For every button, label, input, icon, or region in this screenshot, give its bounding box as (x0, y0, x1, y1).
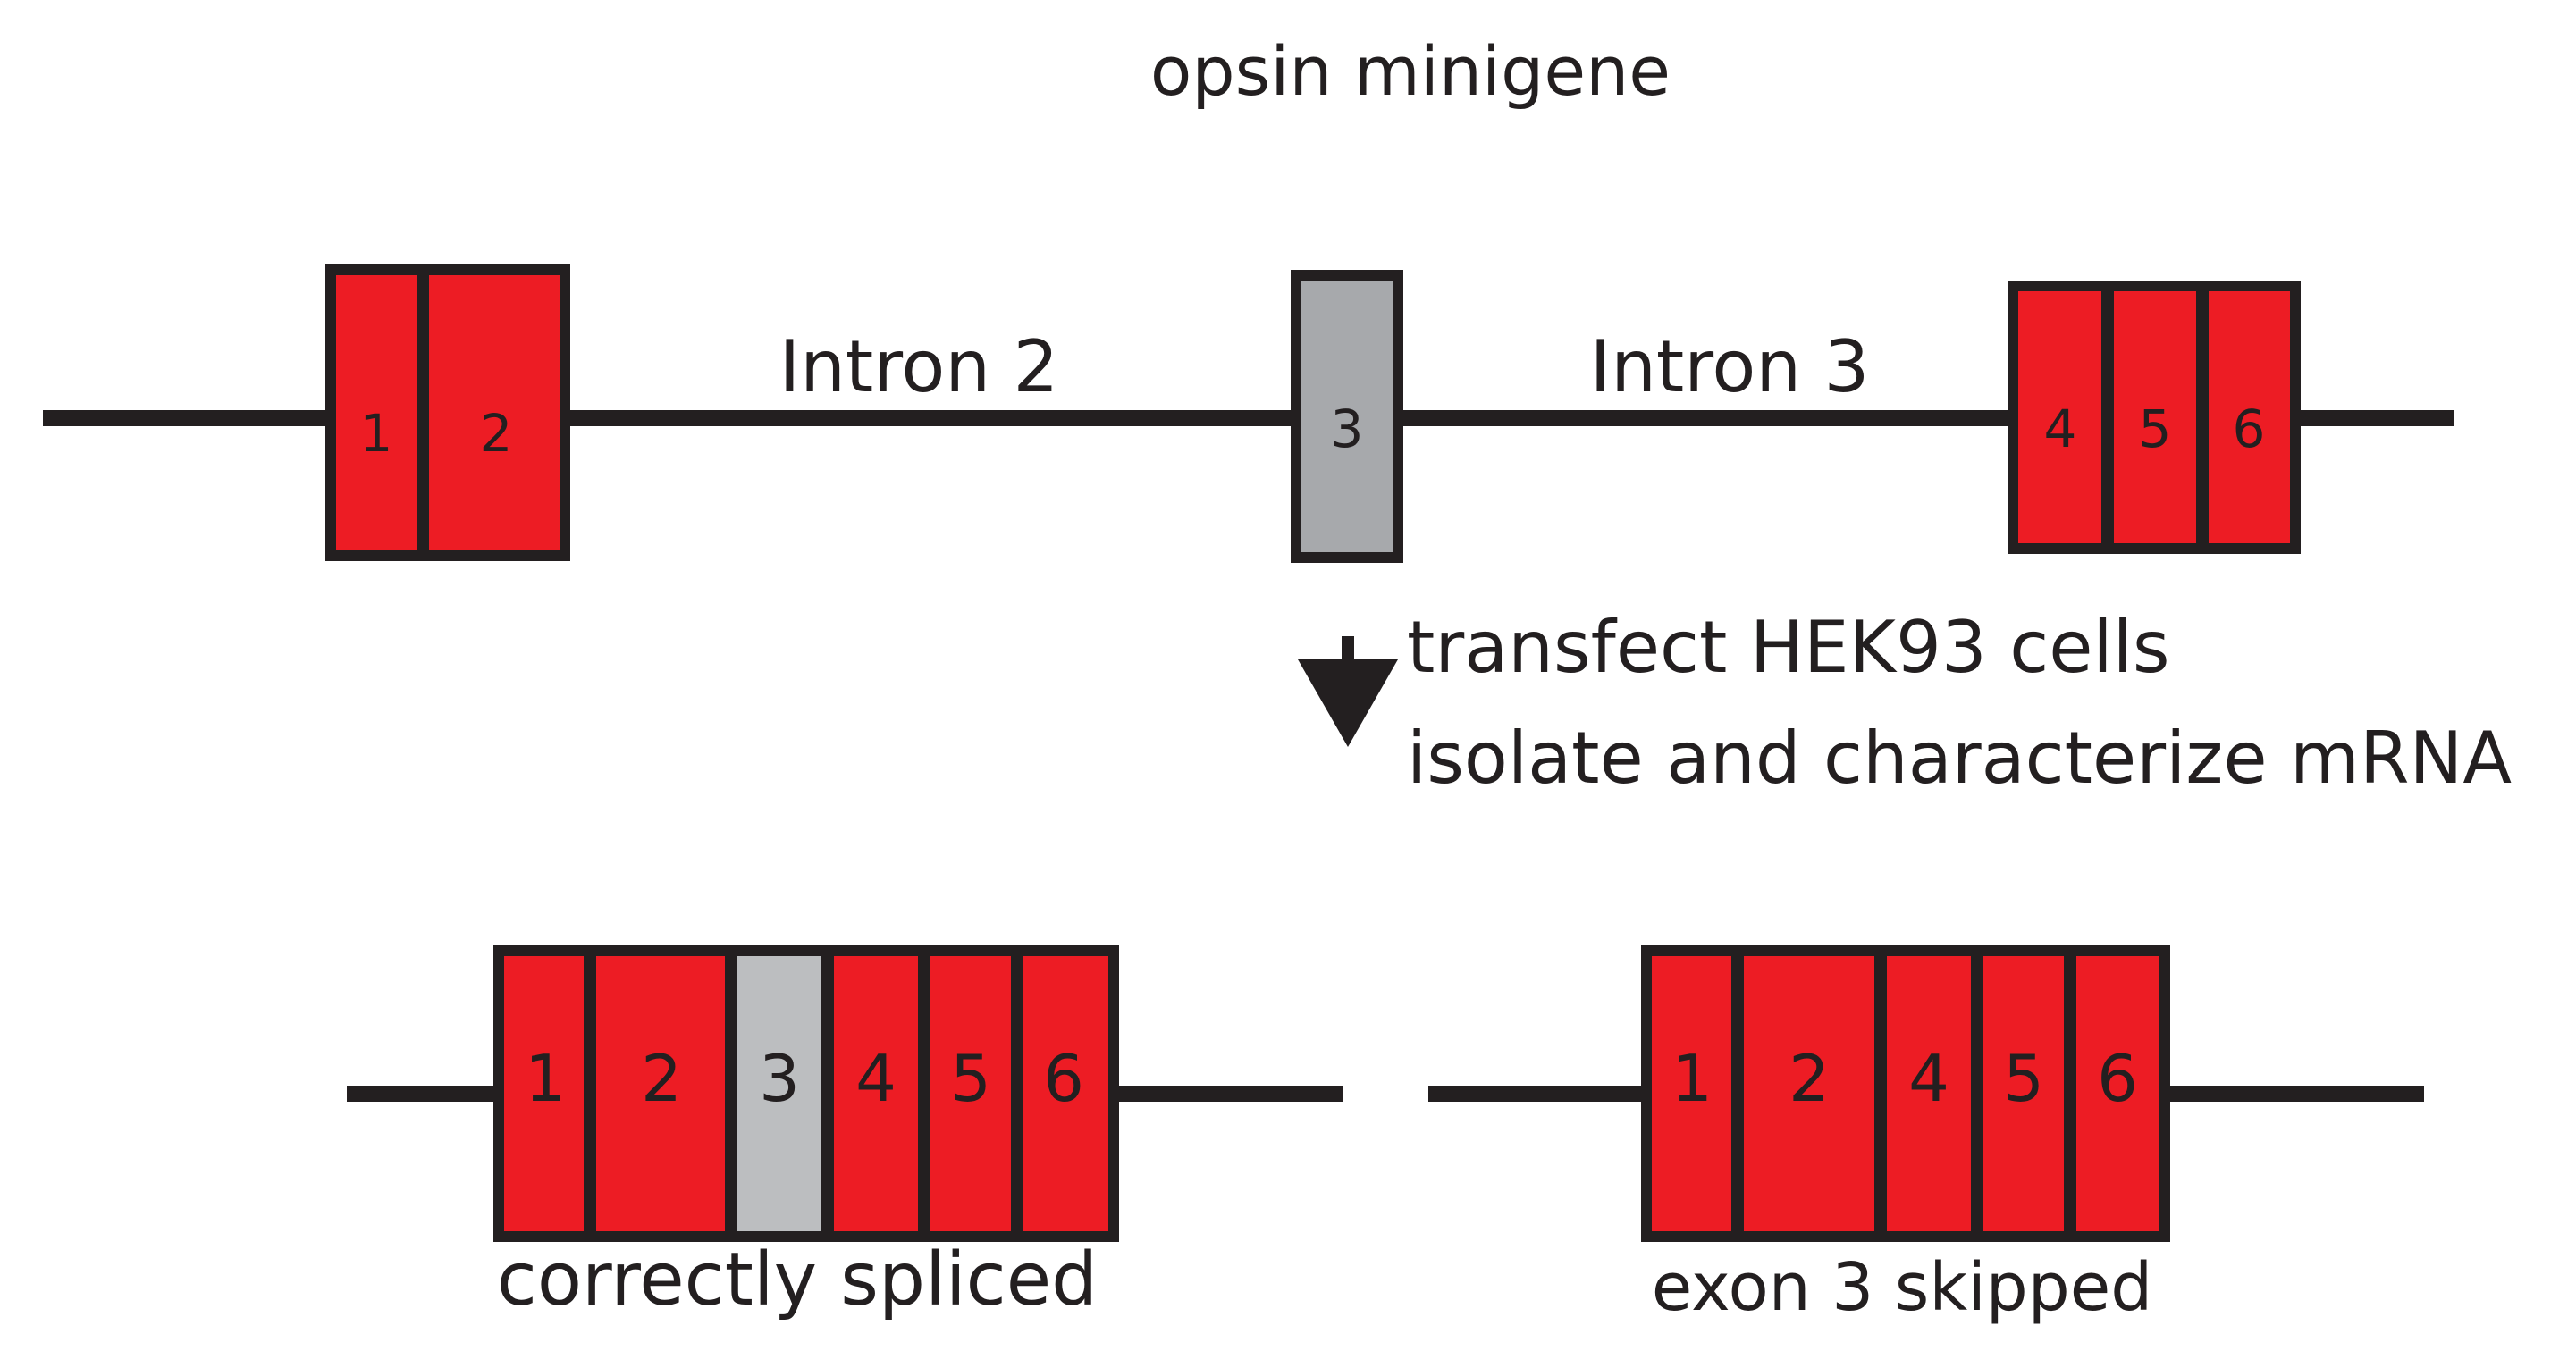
exon-label-2: 2 (480, 403, 513, 464)
step-line-2: isolate and characterize mRNA (1407, 717, 2512, 800)
diagram-title: opsin minigene (1150, 31, 1671, 111)
experiment-step: transfect HEK93 cells isolate and charac… (1298, 606, 2512, 800)
product-exon-3-skipped: 1 2 4 5 6 exon 3 skipped (1428, 945, 2424, 1326)
exon-label-1: 1 (360, 403, 393, 464)
exon-label-6: 6 (1043, 1041, 1084, 1116)
exon-block-4-5-6 (2008, 281, 2301, 554)
exon-label-5: 5 (2139, 399, 2172, 459)
exon-label-3: 3 (1331, 399, 1364, 459)
product-label: exon 3 skipped (1652, 1249, 2152, 1326)
minigene-construct: 1 2 Intron 2 3 Intron 3 4 5 6 (43, 264, 2454, 563)
product-label: correctly spliced (497, 1238, 1098, 1322)
intron-2-label: Intron 2 (779, 325, 1059, 408)
exon-label-4: 4 (1908, 1041, 1949, 1116)
exon-label-5: 5 (2003, 1041, 2044, 1116)
exon-label-6: 6 (2097, 1041, 2138, 1116)
exon-label-4: 4 (2044, 399, 2077, 459)
exon-label-4: 4 (855, 1041, 897, 1116)
exon-block (1641, 945, 2170, 1242)
exon-label-2: 2 (641, 1041, 682, 1116)
exon-3-included (731, 956, 828, 1231)
exon-label-5: 5 (950, 1041, 991, 1116)
intron-3-label: Intron 3 (1590, 325, 1870, 408)
exon-label-6: 6 (2233, 399, 2266, 459)
exon-label-2: 2 (1789, 1041, 1830, 1116)
down-arrow-icon (1298, 659, 1398, 747)
exon-label-1: 1 (1671, 1041, 1713, 1116)
exon-3-alternative (1291, 270, 1403, 563)
exon-block-1-2 (325, 264, 570, 561)
exon-label-1: 1 (525, 1041, 566, 1116)
step-line-1: transfect HEK93 cells (1407, 606, 2170, 689)
exon-label-3: 3 (759, 1041, 800, 1116)
product-correctly-spliced: 1 2 3 4 5 6 correctly spliced (347, 945, 1343, 1322)
